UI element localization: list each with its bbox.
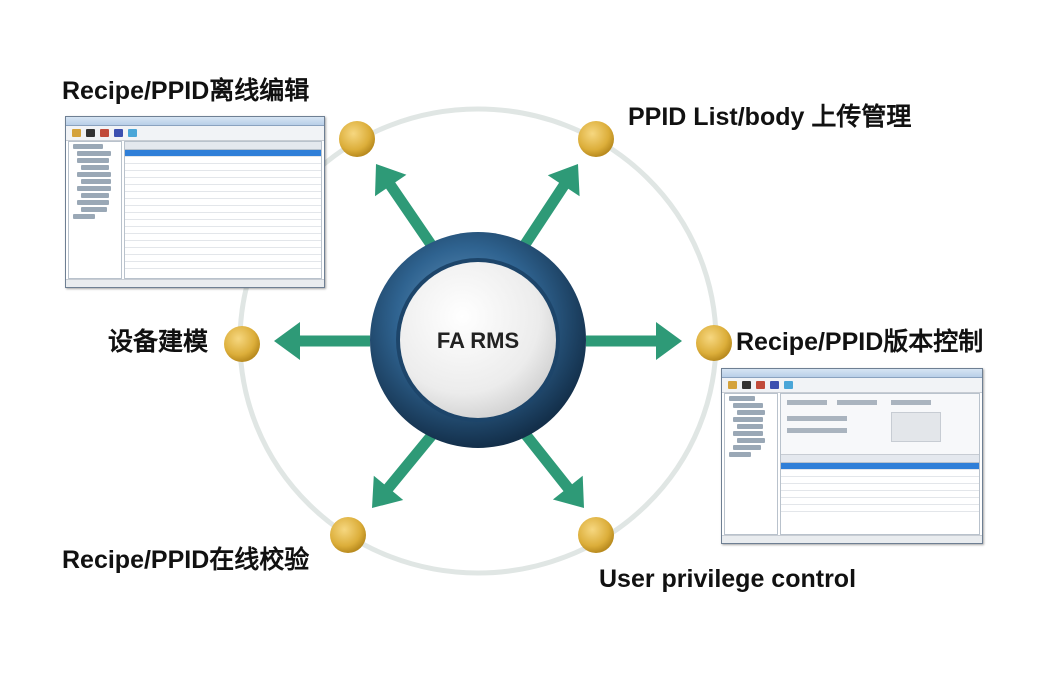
recipe-table bbox=[124, 141, 322, 279]
eye-icon bbox=[784, 381, 793, 389]
arrow-group bbox=[274, 164, 682, 508]
device-icon bbox=[86, 129, 95, 137]
arrow-up-right bbox=[519, 164, 580, 249]
node-dot-upload-management bbox=[578, 121, 614, 157]
node-dot-privilege-control bbox=[578, 517, 614, 553]
window-statusbar bbox=[722, 535, 982, 543]
editor-window-thumbnail bbox=[65, 116, 325, 288]
label-equipment-modeling: 设备建模 bbox=[108, 328, 209, 356]
node-dot-online-validation bbox=[330, 517, 366, 553]
equipment-tree bbox=[68, 141, 122, 279]
window-titlebar bbox=[722, 369, 982, 378]
device-icon bbox=[742, 381, 751, 389]
label-online-validation: Recipe/PPID在线校验 bbox=[62, 546, 310, 574]
equipment-tree bbox=[724, 393, 778, 535]
version-form bbox=[780, 393, 980, 535]
window-toolbar bbox=[66, 126, 324, 141]
arrow-down-right bbox=[521, 431, 584, 508]
tool-icon bbox=[756, 381, 765, 389]
folder-icon bbox=[728, 381, 737, 389]
node-dots bbox=[224, 121, 732, 553]
node-dot-version-control bbox=[696, 325, 732, 361]
label-upload-management: PPID List/body 上传管理 bbox=[628, 103, 912, 131]
arrow-left bbox=[274, 322, 370, 360]
label-privilege-control: User privilege control bbox=[599, 565, 857, 593]
label-version-control: Recipe/PPID版本控制 bbox=[736, 328, 984, 356]
arrow-right bbox=[586, 322, 682, 360]
center-hub: FA RMS bbox=[370, 232, 586, 448]
window-statusbar bbox=[66, 279, 324, 287]
arrow-up-left bbox=[375, 164, 437, 250]
window-titlebar bbox=[66, 117, 324, 126]
arrow-down-left bbox=[372, 431, 437, 508]
folder-icon bbox=[72, 129, 81, 137]
tool-icon bbox=[100, 129, 109, 137]
node-dot-equipment-modeling bbox=[224, 326, 260, 362]
label-offline-edit: Recipe/PPID离线编辑 bbox=[62, 77, 310, 105]
hub-face bbox=[400, 262, 556, 418]
window-toolbar bbox=[722, 378, 982, 393]
eye-icon bbox=[128, 129, 137, 137]
center-label: FA RMS bbox=[437, 328, 519, 353]
chart-icon bbox=[114, 129, 123, 137]
chart-icon bbox=[770, 381, 779, 389]
version-window-thumbnail bbox=[721, 368, 983, 544]
node-dot-offline-edit bbox=[339, 121, 375, 157]
